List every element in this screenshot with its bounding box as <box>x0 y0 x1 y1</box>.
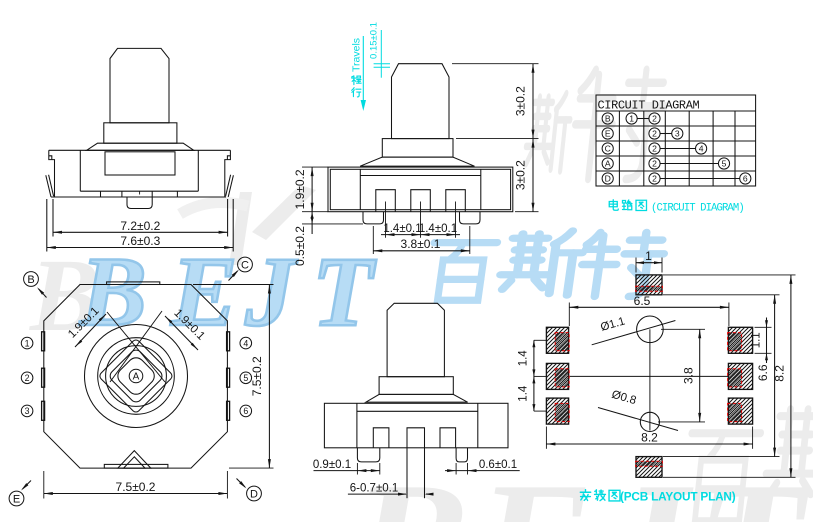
svg-text:1.4±0.1: 1.4±0.1 <box>419 223 457 235</box>
svg-text:5: 5 <box>243 373 248 383</box>
svg-text:C: C <box>241 260 249 272</box>
svg-text:4: 4 <box>699 144 704 154</box>
svg-text:J: J <box>244 236 298 347</box>
svg-text:B: B <box>79 236 147 347</box>
svg-text:0.15±0.1: 0.15±0.1 <box>369 22 380 59</box>
svg-text:3.8±0.1: 3.8±0.1 <box>401 237 441 251</box>
svg-text:E: E <box>13 494 20 506</box>
svg-text:3±0.2: 3±0.2 <box>514 86 528 116</box>
svg-text:4: 4 <box>243 338 248 348</box>
svg-text:5: 5 <box>722 159 727 169</box>
svg-text:3: 3 <box>25 406 30 416</box>
svg-text:1.1: 1.1 <box>750 332 762 348</box>
svg-text:6.5: 6.5 <box>634 294 651 308</box>
svg-text:1: 1 <box>645 249 652 263</box>
svg-text:7.5±0.2: 7.5±0.2 <box>116 480 156 494</box>
svg-text:1.4: 1.4 <box>518 385 530 402</box>
svg-text:D: D <box>605 174 611 184</box>
svg-text:B: B <box>605 114 611 124</box>
svg-text:A: A <box>605 159 611 169</box>
svg-text:(PCB LAYOUT PLAN): (PCB LAYOUT PLAN) <box>620 490 736 504</box>
svg-text:1.4±0.1: 1.4±0.1 <box>383 223 421 235</box>
svg-text:3: 3 <box>675 129 680 139</box>
svg-text:1.4: 1.4 <box>518 350 530 367</box>
svg-text:2: 2 <box>652 174 657 184</box>
svg-text:0.9±0.1: 0.9±0.1 <box>313 459 351 471</box>
svg-text:C: C <box>605 144 611 154</box>
svg-text:B: B <box>27 274 34 286</box>
svg-text:3±0.2: 3±0.2 <box>514 160 528 190</box>
svg-text:D: D <box>250 489 258 501</box>
svg-text:1: 1 <box>25 338 30 348</box>
svg-text:T: T <box>312 236 377 347</box>
svg-text:2: 2 <box>652 114 657 124</box>
svg-text:E: E <box>605 129 611 139</box>
svg-text:8.2: 8.2 <box>641 430 658 444</box>
svg-text:2: 2 <box>652 144 657 154</box>
svg-text:8.2: 8.2 <box>773 365 787 382</box>
svg-text:6: 6 <box>243 406 248 416</box>
svg-text:6-0.7±0.1: 6-0.7±0.1 <box>350 482 399 494</box>
svg-text:1.9±0.2: 1.9±0.2 <box>293 169 307 209</box>
svg-text:0.6±0.1: 0.6±0.1 <box>479 459 517 471</box>
svg-text:2: 2 <box>652 159 657 169</box>
svg-text:(CIRCUIT DIAGRAM): (CIRCUIT DIAGRAM) <box>651 203 744 215</box>
svg-text:7.2±0.2: 7.2±0.2 <box>120 219 160 233</box>
svg-text:2: 2 <box>25 373 30 383</box>
svg-text:3.8: 3.8 <box>681 367 695 384</box>
svg-text:1: 1 <box>629 114 634 124</box>
svg-text:7.5±0.2: 7.5±0.2 <box>250 356 264 396</box>
svg-text:6.6: 6.6 <box>756 364 770 381</box>
svg-text:2: 2 <box>652 129 657 139</box>
svg-text:6: 6 <box>743 174 748 184</box>
svg-text:7.6±0.3: 7.6±0.3 <box>120 234 160 248</box>
svg-text:A: A <box>133 372 140 383</box>
svg-text:CIRCUIT DIAGRAM: CIRCUIT DIAGRAM <box>598 98 700 112</box>
svg-text:Travels: Travels <box>351 38 363 72</box>
svg-text:0.5±0.2: 0.5±0.2 <box>293 226 307 266</box>
